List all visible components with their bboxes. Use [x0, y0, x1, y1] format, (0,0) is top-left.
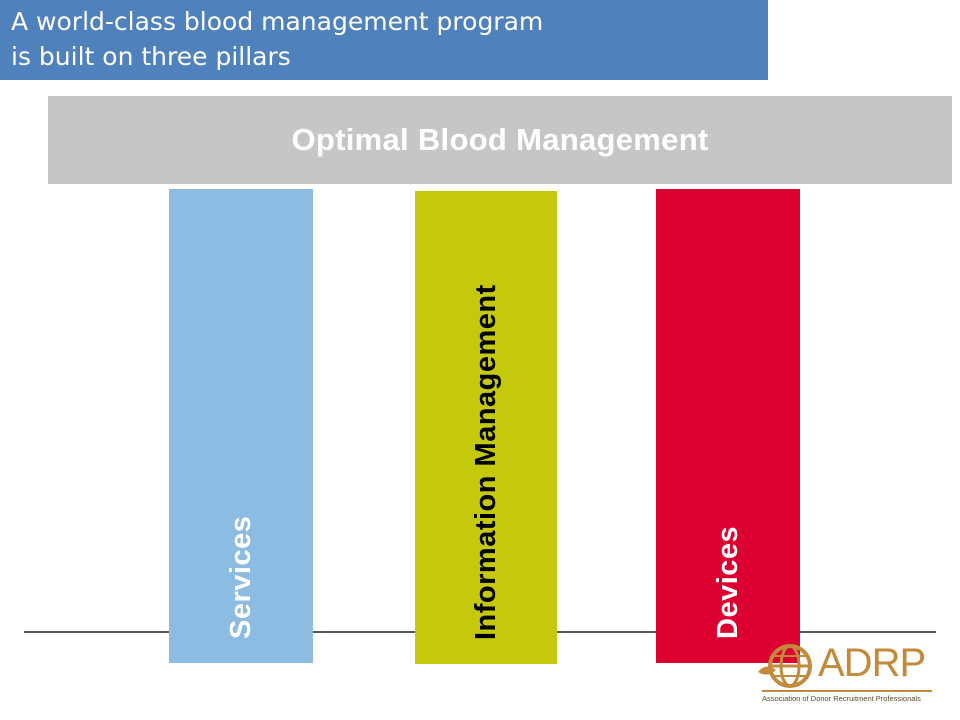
adrp-logo: ADRP Association of Donor Recruitment Pr… — [756, 638, 938, 710]
pillar-services: Services — [169, 189, 313, 663]
pillar-services-label: Services — [225, 515, 257, 639]
pillar-devices-label: Devices — [712, 525, 744, 639]
adrp-wordmark: ADRP — [818, 641, 926, 685]
pillar-devices: Devices — [656, 189, 800, 663]
pillar-information-management-label: Information Management — [470, 284, 502, 640]
slide-title-line-2: is built on three pillars — [11, 42, 291, 71]
roof-label: Optimal Blood Management — [291, 122, 709, 157]
pillar-information-management: Information Management — [415, 191, 557, 664]
adrp-tagline: Association of Donor Recruitment Profess… — [762, 694, 921, 703]
logo-divider — [762, 690, 932, 692]
slide-title-box: A world-class blood management program i… — [0, 0, 768, 80]
globe-icon — [758, 644, 812, 688]
slide-title-line-1: A world-class blood management program — [11, 7, 544, 36]
roof-banner: Optimal Blood Management — [48, 96, 952, 184]
